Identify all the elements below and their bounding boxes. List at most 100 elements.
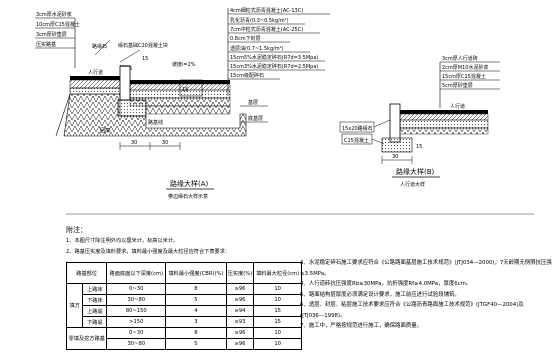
sidewalk-layer-2: 10cm厚C15混凝土 bbox=[36, 21, 80, 28]
note-line: 6、透层、封层、粘层施工技术要求应符合《公路沥青路面施工技术规范》(JTGF40… bbox=[300, 302, 524, 308]
backfill-label: 回填 bbox=[100, 127, 110, 134]
table-row: 填方 上路床 0~30 8 ≥96 10 bbox=[65, 283, 302, 328]
table-cell: 15 bbox=[253, 316, 302, 328]
table-cell: ≥96 bbox=[225, 338, 255, 350]
detail-b-layer-labels: 3cm厚人行道砖 2cm厚M10水泥砂浆 15cm厚C15混凝土 5cm厚砂垫层 bbox=[439, 55, 500, 108]
table-header: 压实度(%) bbox=[225, 262, 255, 284]
table-row: 上路堤 80~150 4 ≥94 15 bbox=[67, 305, 302, 317]
table-group-label: 填方 bbox=[65, 283, 84, 328]
road-layer-4: 0.8cm下封层 bbox=[230, 35, 261, 42]
road-layer-7: 15cm3%水泥稳定碎石(R7d=2.5Mpa) bbox=[230, 63, 318, 70]
dim-top-width: 15 bbox=[142, 56, 148, 62]
dimensions-a: 30 30 bbox=[119, 140, 181, 150]
detail-b: 3cm厚人行道砖 2cm厚M10水泥砂浆 15cm厚C15混凝土 5cm厚砂垫层… bbox=[339, 55, 500, 188]
detail-b-callouts: 15x20路缘石 C15混凝土 bbox=[339, 119, 391, 145]
slope-label: 坡度i=2% bbox=[172, 61, 196, 68]
detail-a-subcaption: 带边缘石大样示意 bbox=[168, 193, 208, 200]
table-header: 路基部位 bbox=[65, 262, 108, 284]
table-cell: >150 bbox=[106, 316, 167, 328]
sidewalk-layer-1: 3cm厚水泥砂浆 bbox=[36, 11, 72, 18]
table-cell: 5 bbox=[165, 338, 227, 350]
table-cell: 0~30 bbox=[106, 327, 167, 339]
table-header-row: 路基部位 路面底面以下深度(cm) 填料最小强度(CBR)(%) 压实度(%) … bbox=[65, 262, 302, 284]
table-cell: ≥93 bbox=[225, 316, 255, 328]
detail-b-sidewalk-label: 人行道 bbox=[450, 103, 465, 110]
sidewalk-layer-3: 3cm厚砂垫层 bbox=[36, 31, 67, 38]
road-box-label: 15 bbox=[182, 87, 188, 93]
table-header: 填料最大粒径(cm) bbox=[253, 262, 302, 284]
detail-a-caption: 路缘大样(A) bbox=[170, 179, 209, 188]
detail-b-layer-4: 5cm厚砂垫层 bbox=[442, 82, 473, 89]
table-notes: 1、本图尺寸除注明外均以厘米计，标高以米计。 2、路基压实度及填料要求，填料最小… bbox=[66, 236, 230, 258]
table-cell: 30~80 bbox=[106, 294, 167, 306]
curb-label: 路缘石 bbox=[92, 43, 107, 50]
table-cell: ≥96 bbox=[225, 283, 255, 295]
table-note-2: 2、路基压实度及填料要求，填料最小强度及最大粒径应符合下表要求： bbox=[66, 249, 231, 255]
table-row: 下路床 30~80 5 ≥96 10 bbox=[67, 294, 302, 306]
road-layer-2: 乳化沥青(0.3~0.5kg/m²) bbox=[230, 17, 289, 24]
note-line: ≥3.5MPa。 bbox=[300, 270, 330, 277]
table-group-label: 零填及挖方路基 bbox=[65, 327, 108, 350]
table-cell: 15 bbox=[253, 305, 302, 317]
road-layer-6: 15cm5%水泥稳定碎石(R7d=3.5Mpa) bbox=[230, 54, 318, 61]
table-cell: 80~150 bbox=[106, 305, 167, 317]
table-cell: 30~80 bbox=[106, 338, 167, 350]
general-notes: 3、水泥稳定碎石施工要求应符合《公路路面基层施工技术规范》(JTJ034—200… bbox=[300, 258, 552, 332]
table-cell: 上路堤 bbox=[82, 305, 108, 317]
detail-b-dim-height: 15 bbox=[416, 144, 422, 150]
table-row: 下路堤 >150 3 ≥93 15 bbox=[67, 316, 302, 328]
table-cell: 10 bbox=[253, 327, 302, 339]
edge-label: 路基线 bbox=[148, 119, 163, 126]
sidewalk-label-a: 人行道 bbox=[88, 69, 103, 76]
dim-30: 30 bbox=[162, 140, 168, 146]
table-cell: 3 bbox=[165, 316, 227, 328]
note-line: 7、施工中，严格按规范进行施工，确保路面质量。 bbox=[300, 323, 423, 329]
detail-b-base-box: C15混凝土 bbox=[344, 137, 369, 144]
table-header: 填料最小强度(CBR)(%) bbox=[165, 262, 227, 284]
table-cell: 8 bbox=[165, 327, 227, 339]
subbase-label: 底基层 bbox=[248, 115, 263, 122]
detail-b-dim-width: 30 bbox=[392, 154, 398, 160]
table-cell: 0~30 bbox=[106, 283, 167, 295]
table-cell: 10 bbox=[253, 283, 302, 295]
table-cell: 4 bbox=[165, 305, 227, 317]
road-layer-3: 7cm中粒式沥青混凝土(AC-25C) bbox=[230, 26, 303, 33]
base-label: 基层 bbox=[248, 99, 258, 106]
detail-b-structure: 人行道 bbox=[381, 103, 489, 153]
road-layer-1: 4cm细粒式沥青混凝土(AC-13C) bbox=[230, 7, 303, 14]
sidewalk-pavement: 人行道 bbox=[69, 69, 121, 95]
table-cell: ≥96 bbox=[225, 327, 255, 339]
note-line: 3、水泥稳定碎石施工要求应符合《公路路面基层施工技术规范》(JTJ034—200… bbox=[300, 260, 552, 266]
road-layer-8: 15cm级配碎石 bbox=[230, 72, 264, 79]
note-line: 5、路面结构层厚度必须满足设计要求，施工前应进行试验段铺筑。 bbox=[300, 291, 460, 298]
soil-table: 路基部位 路面底面以下深度(cm) 填料最小强度(CBR)(%) 压实度(%) … bbox=[65, 262, 302, 350]
sidewalk-layer-labels: 3cm厚水泥砂浆 10cm厚C15混凝土 3cm厚砂垫层 压实路基 bbox=[35, 11, 80, 68]
table-cell: 10 bbox=[253, 338, 302, 350]
road-layer-5: 透层油(0.7~1.5kg/m²) bbox=[230, 45, 284, 52]
table-cell: 10 bbox=[253, 294, 302, 306]
road-layer-labels: 4cm细粒式沥青混凝土(AC-13C) 乳化沥青(0.3~0.5kg/m²) 7… bbox=[227, 7, 330, 96]
curb-foundation-note: 缘石基础C20混凝土块 bbox=[118, 42, 168, 49]
table-header: 路面底面以下深度(cm) bbox=[106, 262, 167, 284]
note-line: 4、人行道砖抗压强度Rb≥30MPa，抗折强度Rf≥4.0MPa，厚度6cm。 bbox=[300, 281, 472, 287]
detail-b-layer-3: 15cm厚C15混凝土 bbox=[442, 73, 486, 80]
table-row: 零填及挖方路基 0~30 8 ≥96 10 bbox=[65, 327, 302, 350]
notes-title: 附注： bbox=[66, 226, 87, 234]
table-cell: ≥94 bbox=[225, 305, 255, 317]
note-line: (JTJ036—1998)。 bbox=[300, 312, 346, 319]
table-row: 30~80 5 ≥96 10 bbox=[67, 338, 302, 350]
detail-b-layer-1: 3cm厚人行道砖 bbox=[442, 55, 478, 62]
detail-a: 3cm厚水泥砂浆 10cm厚C15混凝土 3cm厚砂垫层 压实路基 4cm细粒式… bbox=[35, 7, 330, 200]
table-note-1: 1、本图尺寸除注明外均以厘米计，标高以米计。 bbox=[66, 238, 179, 244]
detail-b-dimensions: 30 15 bbox=[381, 144, 422, 164]
table-cell: 上路床 bbox=[82, 283, 108, 295]
embankment: 基层 底基层 回填 路基线 bbox=[55, 93, 268, 137]
table-cell: 下路堤 bbox=[82, 316, 108, 328]
detail-b-curb-box: 15x20路缘石 bbox=[342, 125, 373, 132]
road-pavement-layers: 15 bbox=[129, 79, 231, 115]
table-cell: 8 bbox=[165, 283, 227, 295]
detail-b-layer-2: 2cm厚M10水泥砂浆 bbox=[442, 64, 488, 71]
table-cell: ≥96 bbox=[225, 294, 255, 306]
table-cell: 5 bbox=[165, 294, 227, 306]
dim-bottom-width: 30 bbox=[131, 140, 137, 146]
